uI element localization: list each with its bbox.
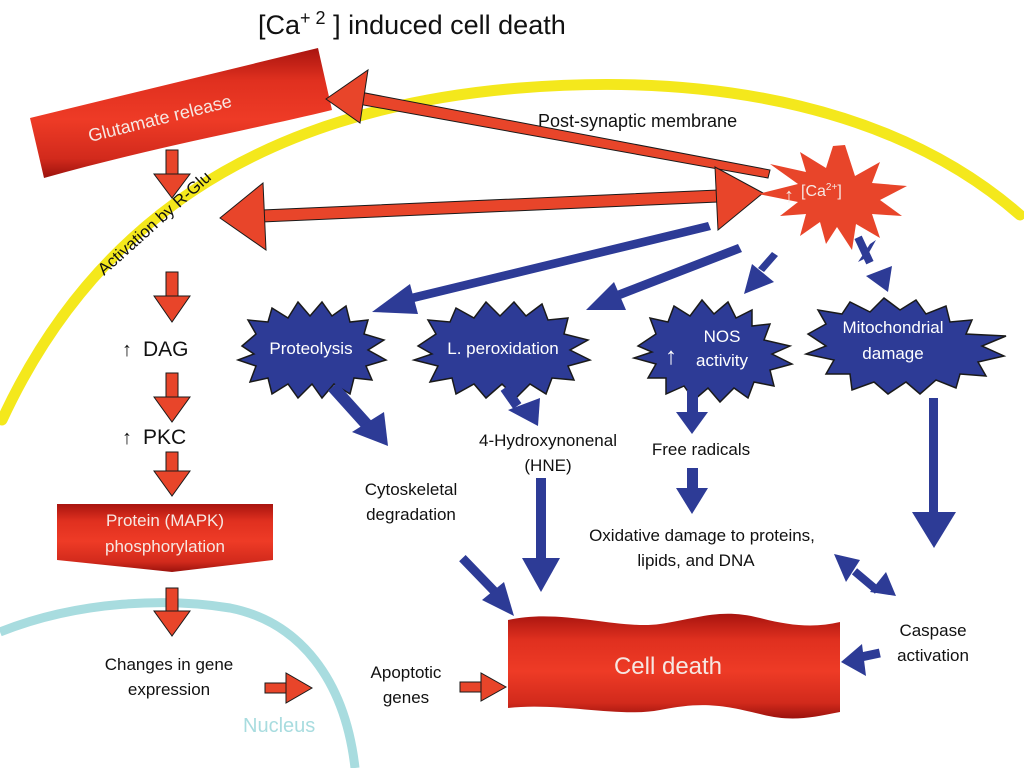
apoptotic-genes-label-line1: Apoptotic xyxy=(371,663,442,682)
arrow-proteolysis-to-cytoskeletal xyxy=(328,382,388,446)
up-arrow-icon: ↑ xyxy=(784,185,794,207)
post-synaptic-membrane-arc xyxy=(0,79,1024,426)
arrow-mitochondrial-down xyxy=(912,398,956,548)
gene-changes-label-line2: expression xyxy=(128,680,210,699)
nos-activity-starburst: ↑ NOS activity xyxy=(631,298,795,404)
arrow-ca-to-lipid-peroxidation xyxy=(586,244,742,310)
free-radicals-label: Free radicals xyxy=(652,440,750,459)
caspase-label-line1: Caspase xyxy=(899,621,966,640)
arrow-dag-to-pkc xyxy=(153,372,191,423)
lipid-peroxidation-label: L. peroxidation xyxy=(447,339,559,358)
cell-death-box: Cell death xyxy=(508,613,840,719)
apoptotic-genes-label-line2: genes xyxy=(383,688,429,707)
arrow-apoptotic-to-cell-death xyxy=(459,672,508,702)
pkc-label: PKC xyxy=(143,426,186,449)
arrow-pkc-to-mapk xyxy=(153,451,191,497)
up-arrow-icon: ↑ xyxy=(122,427,132,449)
glutamate-release-box: Glutamate release xyxy=(30,48,332,178)
post-synaptic-membrane-label: Post-synaptic membrane xyxy=(538,111,737,131)
lipid-peroxidation-starburst: L. peroxidation xyxy=(411,300,593,400)
arrow-double-activation-ca xyxy=(219,166,764,251)
arrow-ca-to-glutamate xyxy=(325,68,771,179)
arrow-peroxidation-to-hne xyxy=(500,385,540,426)
protein-mapk-label-line2: phosphorylation xyxy=(105,537,225,556)
oxidative-damage-label-line1: Oxidative damage to proteins, xyxy=(589,526,815,545)
diagram-title: [Ca+ 2 ] induced cell death xyxy=(258,8,566,40)
nos-label-line2: activity xyxy=(696,351,748,370)
oxidative-damage-label-line2: lipids, and DNA xyxy=(637,551,755,570)
mitochondrial-damage-starburst: Mitochondrial damage xyxy=(803,297,1007,395)
proteolysis-label: Proteolysis xyxy=(269,339,352,358)
cell-death-label: Cell death xyxy=(614,653,722,680)
activation-by-rglu-label: Activation by R-Glu xyxy=(94,167,215,278)
hne-label-line2: (HNE) xyxy=(524,456,571,475)
protein-mapk-label-line1: Protein (MAPK) xyxy=(106,511,224,530)
calcium-starburst: ↑ [Ca2+] xyxy=(758,145,907,250)
nos-label-line1: NOS xyxy=(704,327,741,346)
arrow-ca-to-nos xyxy=(744,252,778,294)
arrow-ca-to-mitochondrial xyxy=(854,235,892,292)
gene-changes-label-line1: Changes in gene xyxy=(105,655,234,674)
arrow-mapk-to-gene-changes xyxy=(153,587,191,637)
arrow-gene-to-apoptotic xyxy=(264,672,314,704)
arrow-caspase-to-cell-death xyxy=(841,644,881,676)
arrow-nos-to-free-radicals xyxy=(676,390,708,434)
arrow-free-radicals-to-oxidative xyxy=(676,468,708,514)
caspase-label-line2: activation xyxy=(897,646,969,665)
nucleus-label: Nucleus xyxy=(243,715,315,737)
arrow-to-dag xyxy=(153,271,191,323)
protein-mapk-box: Protein (MAPK) phosphorylation xyxy=(57,504,273,572)
arrow-ca-to-proteolysis xyxy=(372,222,711,314)
cytoskeletal-label-line1: Cytoskeletal xyxy=(365,480,458,499)
proteolysis-starburst: Proteolysis xyxy=(235,300,388,400)
arrow-cytoskeletal-to-cell-death xyxy=(459,554,514,616)
mitochondrial-label-line1: Mitochondrial xyxy=(842,318,943,337)
nucleus-arc xyxy=(0,598,360,768)
cytoskeletal-label-line2: degradation xyxy=(366,505,456,524)
arrow-glutamate-to-activation xyxy=(153,149,191,199)
up-arrow-icon: ↑ xyxy=(665,343,677,370)
up-arrow-icon: ↑ xyxy=(122,339,132,361)
dag-label: DAG xyxy=(143,338,189,361)
hne-label-line1: 4-Hydroxynonenal xyxy=(479,431,617,450)
calcium-label: [Ca2+] xyxy=(801,182,842,200)
mitochondrial-label-line2: damage xyxy=(862,344,923,363)
arrow-hne-to-cell-death xyxy=(522,478,560,592)
arrow-double-oxidative-caspase xyxy=(834,554,896,596)
